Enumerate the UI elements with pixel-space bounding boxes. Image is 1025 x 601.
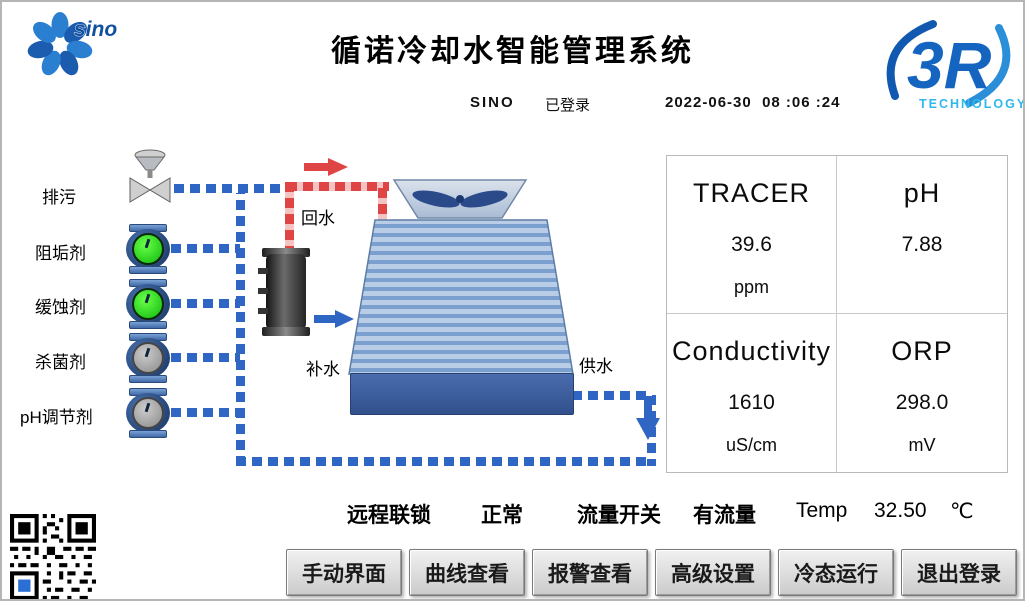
cooling-tower-basin [350,373,574,415]
pipe-main-vertical [236,184,245,466]
pump-ph-adjuster-icon [125,388,171,438]
reading-orp-name: ORP [891,336,953,366]
sensor-vessel-icon [258,248,314,336]
reading-tracer: TRACER 39.6 ppm [667,156,837,314]
reading-orp: ORP 298.0 mV [837,314,1007,472]
sino-logo-text: sino [74,18,117,41]
pipe-pump1-stub [171,244,240,253]
supply-flow-arrow-icon [636,396,660,440]
logged-in-user: SINO [470,94,515,111]
reading-orp-unit: mV [908,435,936,455]
manual-screen-button[interactable]: 手动界面 [286,549,402,596]
fan-icon [412,190,508,208]
3r-logo-text: 3R [907,28,992,102]
qr-code [10,514,96,599]
alarm-view-button[interactable]: 报警查看 [532,549,648,596]
pipe-pump4-stub [171,408,240,417]
logout-button[interactable]: 退出登录 [901,549,1017,596]
cold-run-button[interactable]: 冷态运行 [778,549,894,596]
makeup-flow-arrow-icon [314,310,354,328]
pipe-return-vertical [285,182,294,250]
temp-unit: ℃ [950,500,974,523]
label-biocide: 杀菌剂 [35,353,86,372]
pump-scale-inhibitor-icon [125,224,171,274]
flow-switch-label: 流量开关 [577,504,661,527]
reading-conductivity-name: Conductivity [671,336,832,366]
sino-logo: sino [27,12,118,76]
3r-logo-sub: TECHNOLOGY [919,97,1023,111]
label-return-water: 回水 [301,209,335,228]
cooling-tower-fan-housing [392,179,528,219]
pipe-basin-stub [572,391,652,400]
pipe-bottom-horizontal [236,457,656,466]
advanced-settings-button[interactable]: 高级设置 [655,549,771,596]
interlock-label: 远程联锁 [347,504,431,527]
pipe-return-horizontal [287,182,389,191]
reading-tracer-name: TRACER [692,178,810,208]
login-status: 已登录 [545,97,591,114]
reading-ph-value: 7.88 [901,233,943,256]
interlock-value: 正常 [481,504,523,527]
label-blowdown: 排污 [42,188,76,207]
label-ph-adjuster: pH调节剂 [20,408,93,427]
blowdown-valve-icon [129,149,171,203]
curve-view-button[interactable]: 曲线查看 [409,549,525,596]
cooling-tower-body [348,219,574,375]
label-scale-inhibitor: 阻垢剂 [35,244,86,263]
reading-conductivity: Conductivity 1610 uS/cm [667,314,837,472]
3r-swoosh-icon [886,20,1011,107]
pipe-pump3-stub [171,353,240,362]
sino-flower-icon [27,12,93,76]
return-flow-arrow-icon [304,158,348,176]
reading-tracer-value: 39.6 [731,233,772,256]
label-supply-water: 供水 [579,357,613,376]
pipe-blowdown-stub [174,184,289,193]
reading-ph: pH 7.88 [837,156,1007,314]
temp-label: Temp [796,499,848,522]
flow-switch-value: 有流量 [693,504,756,527]
pump-biocide-icon [125,333,171,383]
pipe-return-into-tower [378,188,387,222]
readings-panel: TRACER 39.6 ppm pH 7.88 Conductivity 161… [666,155,1008,473]
reading-ph-name: pH [903,178,941,208]
reading-tracer-unit: ppm [733,277,769,297]
label-corrosion-inhibitor: 缓蚀剂 [35,298,86,317]
nav-buttons: 手动界面 曲线查看 报警查看 高级设置 冷态运行 退出登录 [286,549,1017,596]
reading-conductivity-unit: uS/cm [725,435,777,455]
datetime: 2022-06-30 08 :06 :24 [665,94,841,111]
reading-orp-value: 298.0 [895,391,949,414]
label-makeup-water: 补水 [306,360,340,379]
pump-corrosion-inhibitor-icon [125,279,171,329]
reading-conductivity-value: 1610 [728,391,775,414]
pipe-pump2-stub [171,299,240,308]
temp-value: 32.50 [874,499,927,522]
3r-technology-logo: 3R TECHNOLOGY [886,20,1023,111]
page-title: 循诺冷却水智能管理系统 [331,35,694,68]
